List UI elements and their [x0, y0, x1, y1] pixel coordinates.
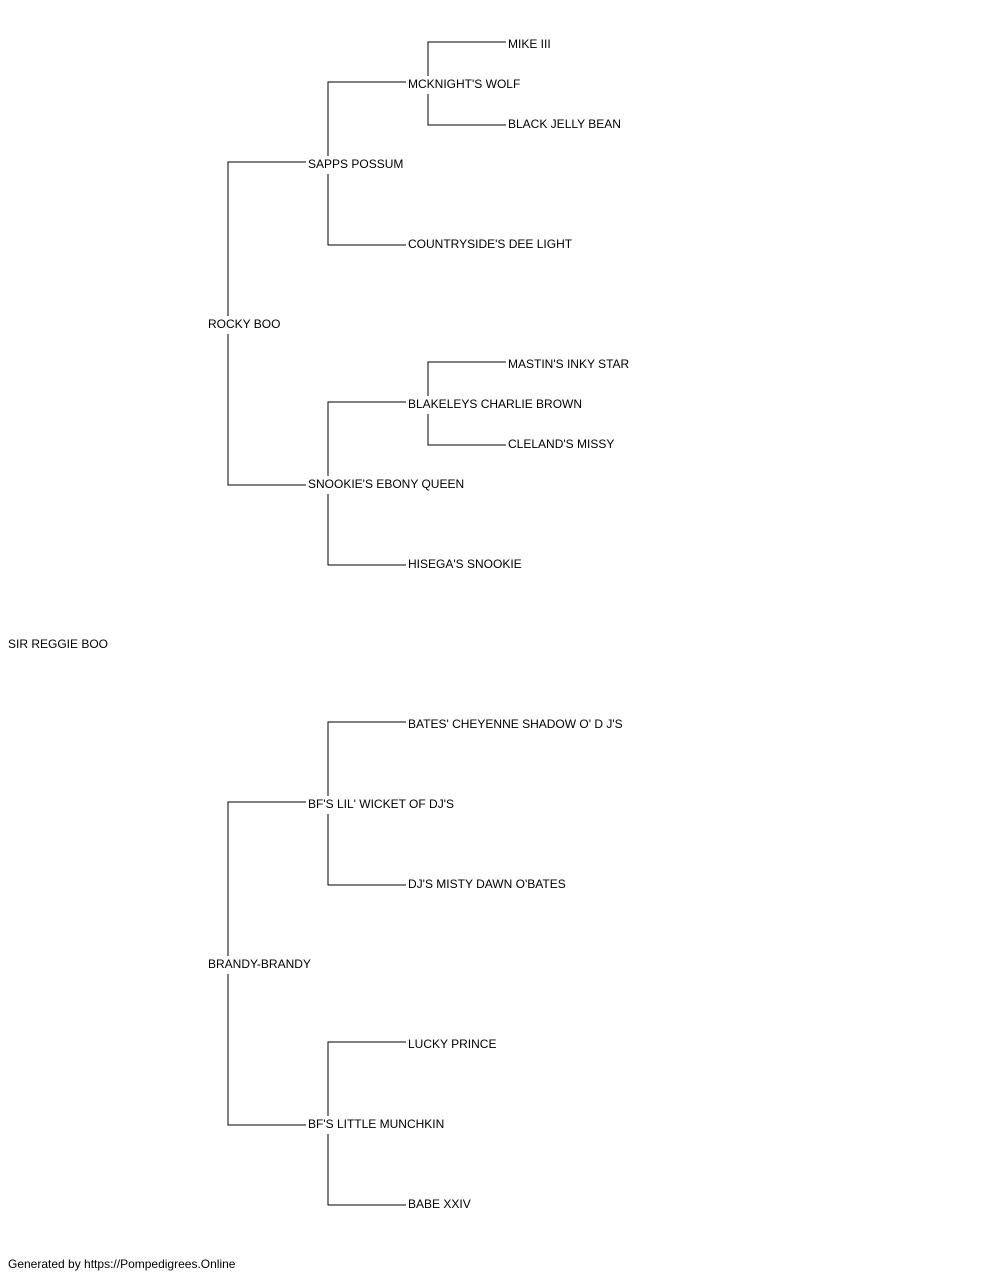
dam-name: BRANDY-BRANDY — [208, 957, 311, 971]
connector-mcknights-wolf-dam — [427, 94, 506, 126]
dam-sire-dam-name: DJ'S MISTY DAWN O'BATES — [408, 877, 566, 891]
sire-sire-dam-name: COUNTRYSIDE'S DEE LIGHT — [408, 237, 573, 251]
connector-bfs-little-munchkin-sire — [327, 1041, 406, 1116]
connector-sapps-possum-sire — [327, 81, 406, 156]
dam-dam-dam-name: BABE XXIV — [408, 1197, 471, 1211]
sire-dam-sire-dam-name: CLELAND'S MISSY — [508, 437, 615, 451]
connector-snookies-ebony-queen-sire — [327, 401, 406, 476]
connector-bfs-little-munchkin-dam — [327, 1134, 406, 1206]
connector-sapps-possum-dam — [327, 174, 406, 246]
connector-bfs-lil-wicket-dam — [327, 814, 406, 886]
dam-dam-name: BF'S LITTLE MUNCHKIN — [308, 1117, 445, 1131]
dam-sire-sire-name: BATES' CHEYENNE SHADOW O' D J'S — [408, 717, 623, 731]
connector-blakeleys-charlie-brown-dam — [427, 414, 506, 446]
connector-mcknights-wolf-sire — [427, 41, 506, 76]
dam-dam-sire-name: LUCKY PRINCE — [408, 1037, 497, 1051]
footer-credit: Generated by https://Pompedigrees.Online — [8, 1257, 236, 1271]
connector-rocky-boo-dam — [227, 334, 306, 486]
sire-dam-name: SNOOKIE'S EBONY QUEEN — [308, 477, 465, 491]
connector-bfs-lil-wicket-sire — [327, 721, 406, 796]
sire-sire-sire-name: MCKNIGHT'S WOLF — [408, 77, 521, 91]
connector-brandy-brandy-sire — [227, 801, 306, 956]
sire-sire-sire-dam-name: BLACK JELLY BEAN — [508, 117, 621, 131]
subject-name: SIR REGGIE BOO — [8, 637, 109, 651]
connector-snookies-ebony-queen-dam — [327, 494, 406, 566]
sire-dam-dam-name: HISEGA'S SNOOKIE — [408, 557, 522, 571]
sire-dam-sire-sire-name: MASTIN'S INKY STAR — [508, 357, 630, 371]
sire-sire-name: SAPPS POSSUM — [308, 157, 404, 171]
connector-rocky-boo-sire — [227, 161, 306, 316]
connector-blakeleys-charlie-brown-sire — [427, 361, 506, 396]
sire-name: ROCKY BOO — [208, 317, 281, 331]
sire-dam-sire-name: BLAKELEYS CHARLIE BROWN — [408, 397, 583, 411]
sire-sire-sire-sire-name: MIKE III — [508, 37, 551, 51]
dam-sire-name: BF'S LIL' WICKET OF DJ'S — [308, 797, 455, 811]
connector-brandy-brandy-dam — [227, 974, 306, 1126]
